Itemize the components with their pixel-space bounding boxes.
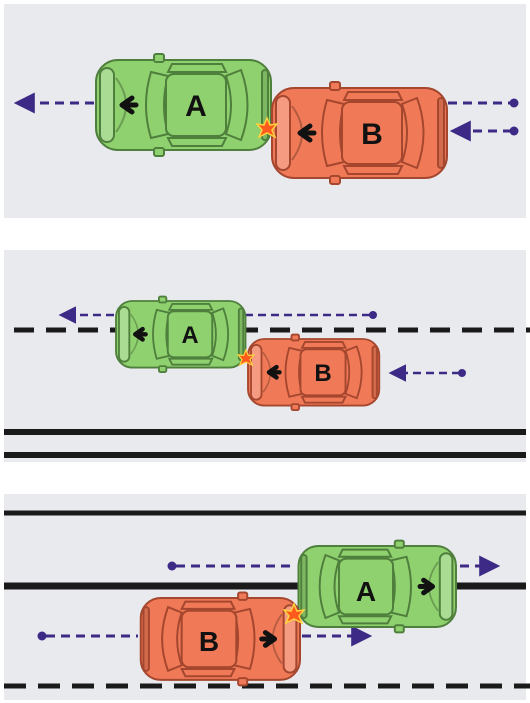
car-a-label: A: [356, 576, 376, 607]
car-b: B: [271, 81, 448, 185]
scene-3: A B: [4, 494, 530, 700]
car-b-heading-arrow-icon: [266, 364, 282, 380]
car-b-heading-arrow-icon: [297, 123, 317, 143]
impact-star-icon: [282, 602, 306, 625]
car-b-label: B: [361, 118, 383, 151]
impact-star-icon: [236, 348, 256, 367]
scene-2: A B: [4, 250, 530, 462]
car-a-origin-dot: [167, 561, 177, 571]
car-b-heading-arrow-icon: [259, 630, 278, 648]
car-a-heading-arrow-icon: [119, 95, 139, 115]
car-a-origin-dot: [369, 311, 377, 319]
impact-star-icon: [255, 116, 279, 139]
car-a-label: A: [185, 90, 207, 123]
car-b-origin-dot: [458, 369, 466, 377]
car-a: [297, 539, 457, 634]
car-a-heading-arrow-icon: [133, 326, 148, 342]
car-b-label: B: [199, 626, 219, 657]
car-b: B: [247, 333, 381, 411]
car-b: [139, 591, 302, 687]
car-a-label: A: [181, 323, 198, 349]
car-b-origin-dot: [509, 126, 519, 136]
car-b-label: B: [314, 360, 331, 387]
car-a-roof: [165, 73, 227, 137]
scene-1: A B: [4, 4, 526, 218]
car-b-roof: [341, 101, 403, 165]
car-b-origin-dot: [37, 631, 47, 641]
car-b-trail-dot: [509, 98, 519, 108]
car-a: A: [95, 53, 272, 157]
car-a-heading-arrow-icon: [417, 577, 436, 596]
car-a: A: [115, 295, 247, 373]
